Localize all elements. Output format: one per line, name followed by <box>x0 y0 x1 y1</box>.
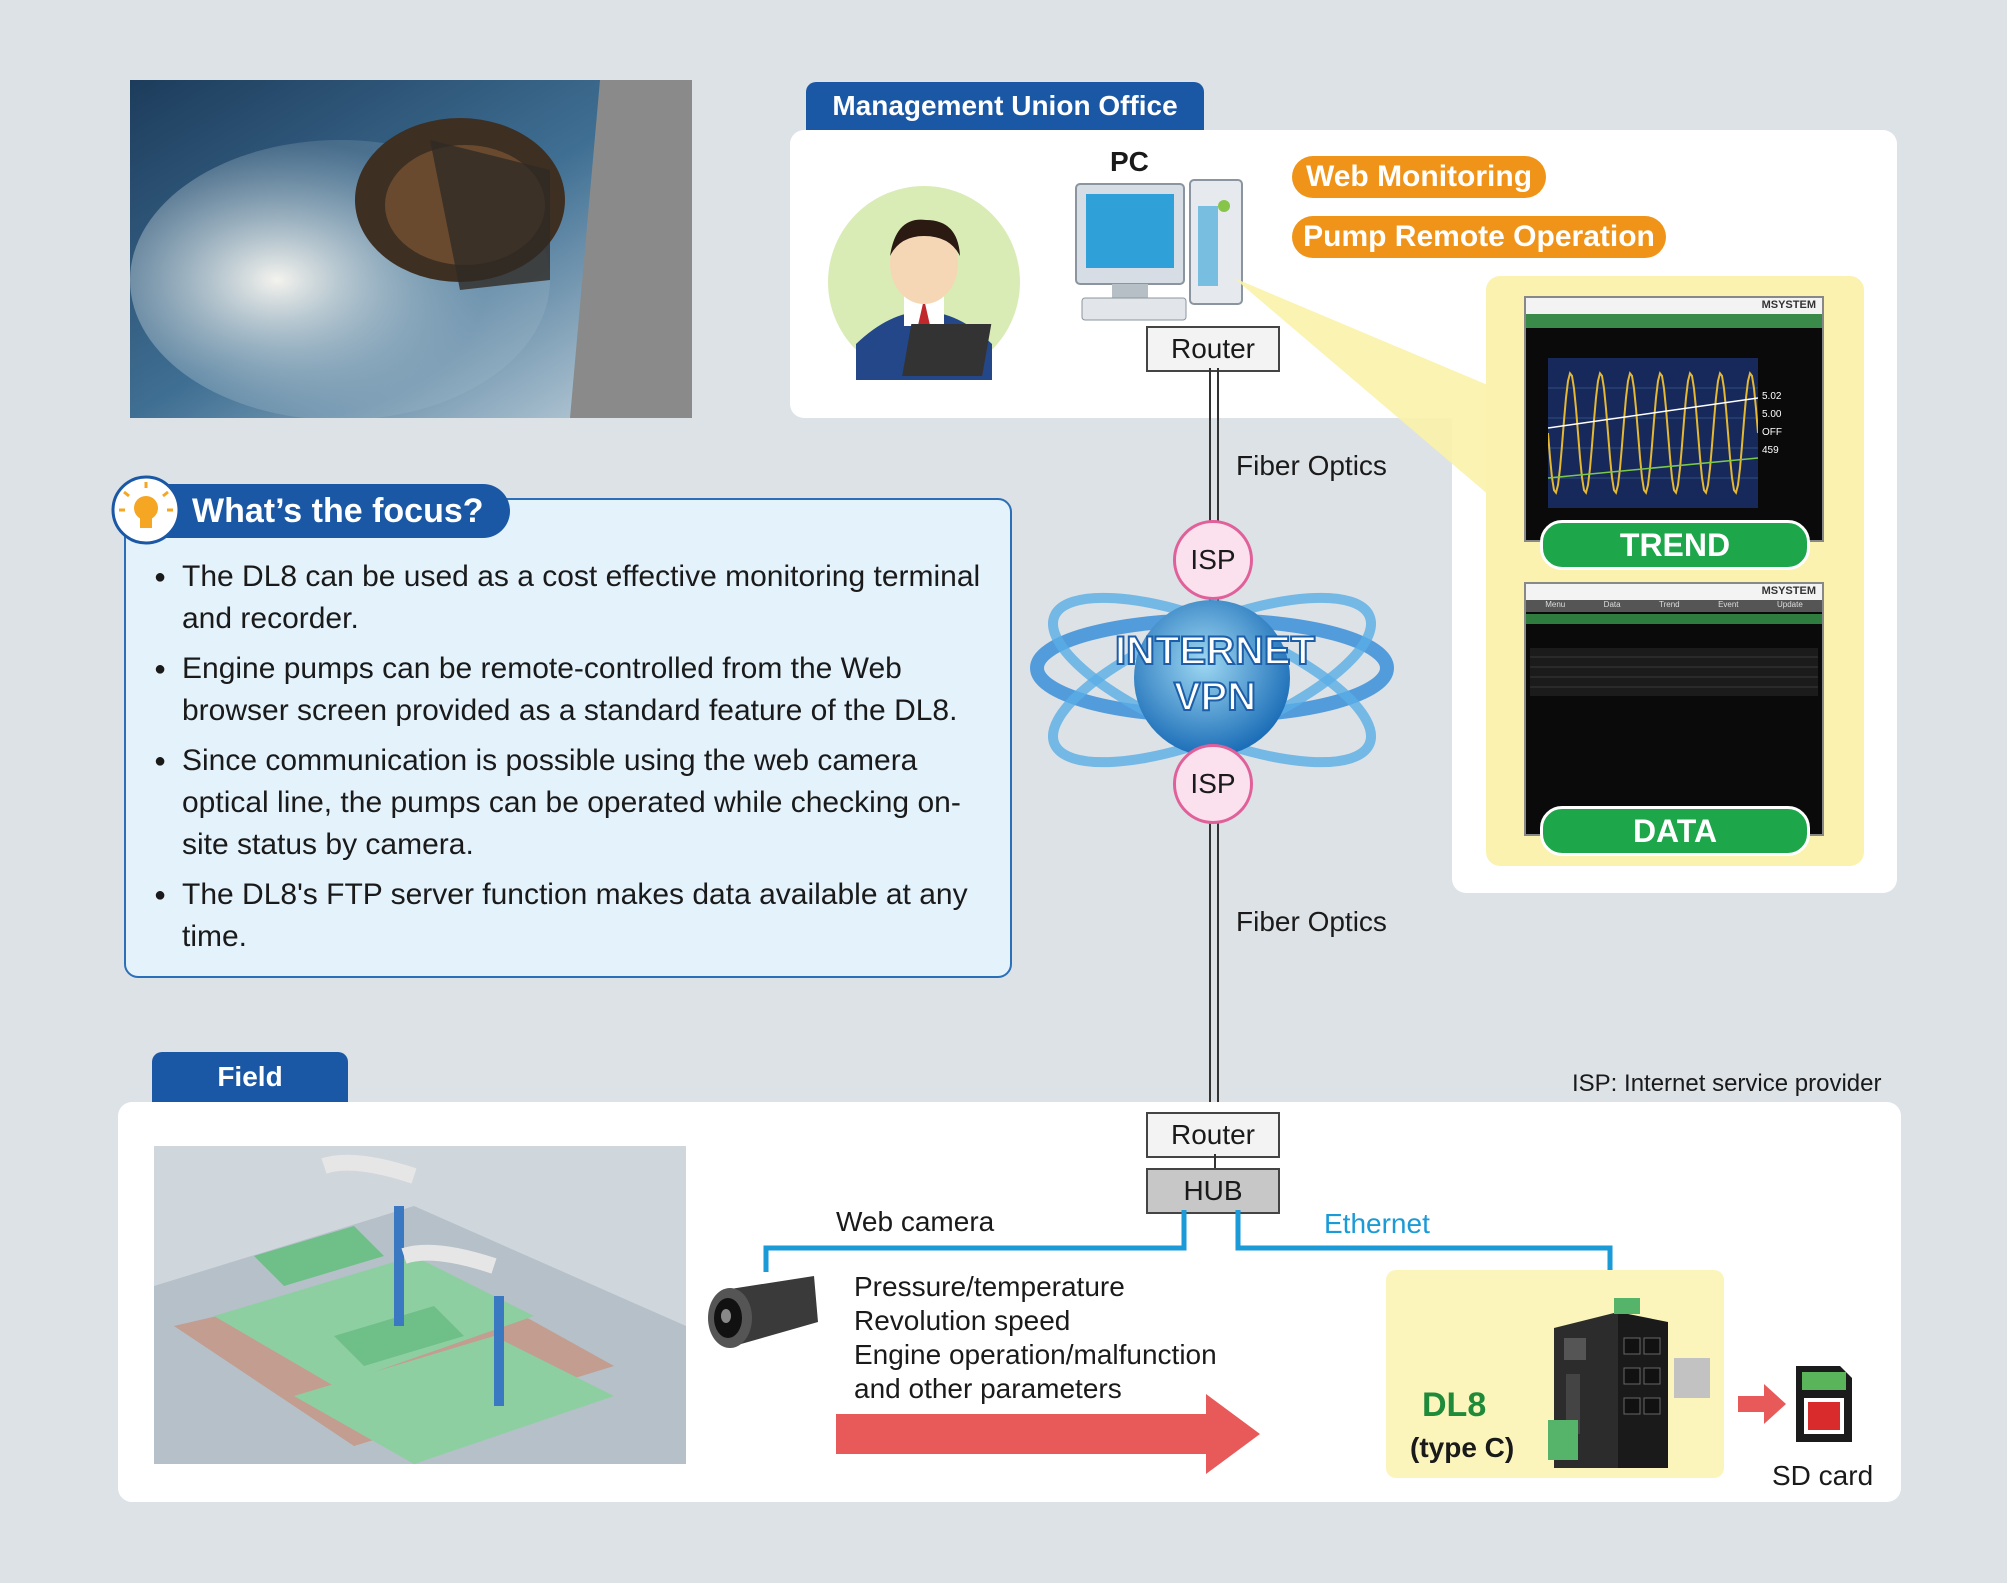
monitored-parameters: Pressure/temperature Revolution speed En… <box>854 1270 1217 1406</box>
trend-label: TREND <box>1540 520 1810 570</box>
trend-reading-2: 5.00 <box>1762 409 1782 420</box>
focus-bullets: The DL8 can be used as a cost effective … <box>154 556 994 966</box>
data-screen-brand: MSYSTEM <box>1761 585 1816 597</box>
trend-screen: MSYSTEM 5.02 5.00 OFF 459 <box>1524 296 1824 542</box>
office-router: Router <box>1146 326 1280 372</box>
sd-card-icon <box>1796 1366 1852 1442</box>
web-camera-icon <box>708 1276 818 1348</box>
web-camera-label: Web camera <box>836 1206 995 1237</box>
field-network-lines <box>763 1210 1613 1290</box>
fiber-optics-label-top: Fiber Optics <box>1236 450 1387 481</box>
param-other: and other parameters <box>854 1373 1122 1404</box>
data-label: DATA <box>1540 806 1810 856</box>
field-header: Field <box>152 1052 348 1102</box>
data-flow-arrow <box>836 1394 1260 1474</box>
water-outflow-photo <box>130 80 692 418</box>
sd-card-arrow <box>1738 1384 1786 1424</box>
param-revolution: Revolution speed <box>854 1305 1071 1336</box>
trend-screen-brand: MSYSTEM <box>1761 299 1816 311</box>
data-screen-tabs: Menu Data Trend Event Update <box>1526 600 1822 612</box>
screen-callout-beam <box>1234 278 1490 496</box>
trend-chart <box>1548 358 1758 508</box>
fiber-optics-label-bottom: Fiber Optics <box>1236 906 1387 937</box>
isp-bottom: ISP <box>1173 744 1253 824</box>
data-screen: MSYSTEM Menu Data Trend Event Update <box>1524 582 1824 836</box>
office-worker-icon <box>828 186 1020 380</box>
pump-remote-operation-badge: Pump Remote Operation <box>1292 216 1666 258</box>
param-pressure: Pressure/temperature <box>854 1271 1125 1302</box>
trend-reading-3: OFF <box>1762 427 1782 438</box>
pc-label: PC <box>1110 146 1149 177</box>
isp-top: ISP <box>1173 520 1253 600</box>
engine-pumps-illustration <box>154 1146 686 1464</box>
focus-bullet-3: Since communication is possible using th… <box>154 740 994 866</box>
isp-note: ISP: Internet service provider <box>1572 1070 1882 1097</box>
sd-card-label: SD card <box>1772 1460 1874 1491</box>
internet-vpn-globe-icon <box>1030 592 1394 768</box>
router-hub-link <box>1214 1154 1216 1168</box>
focus-bullet-4: The DL8's FTP server function makes data… <box>154 874 994 958</box>
ethernet-label: Ethernet <box>1324 1208 1430 1239</box>
dl8-name: DL8 <box>1422 1386 1487 1424</box>
dl8-type: (type C) <box>1410 1432 1515 1463</box>
dl8-device-icon <box>1548 1298 1710 1468</box>
focus-title: What’s the focus? <box>124 484 510 538</box>
param-engine-status: Engine operation/malfunction <box>854 1339 1217 1370</box>
internet-vpn-label: INTERNET VPN <box>1114 628 1316 720</box>
hub: HUB <box>1146 1168 1280 1214</box>
focus-bullet-2: Engine pumps can be remote-controlled fr… <box>154 648 994 732</box>
web-monitoring-badge: Web Monitoring <box>1292 156 1546 198</box>
focus-bullet-1: The DL8 can be used as a cost effective … <box>154 556 994 640</box>
lightbulb-icon <box>111 475 181 545</box>
trend-reading-4: 459 <box>1762 445 1779 456</box>
field-router: Router <box>1146 1112 1280 1158</box>
trend-reading-1: 5.02 <box>1762 391 1782 402</box>
office-header: Management Union Office <box>806 82 1204 130</box>
pc-icon <box>1075 179 1243 321</box>
